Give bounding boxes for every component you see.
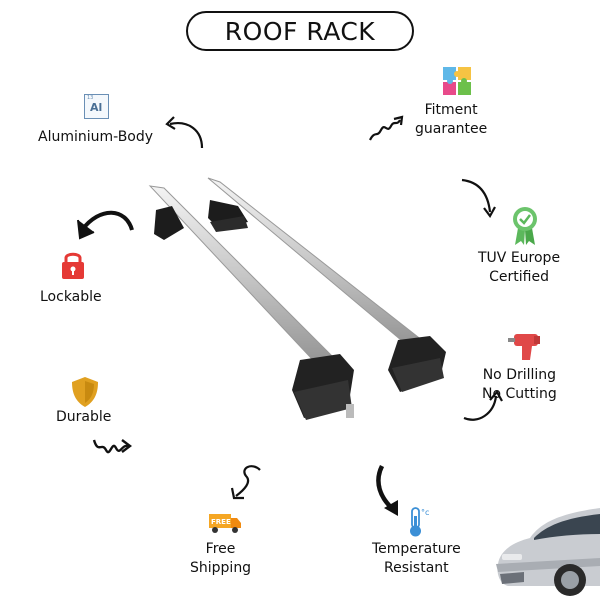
padlock-icon [62,252,84,279]
element-number: 13 [87,95,94,101]
puzzle-icon [443,67,471,95]
temperature-line2: Resistant [384,560,449,576]
free-badge-text: FREE [211,518,231,526]
tuv-line2: Certified [489,269,549,285]
delivery-truck-icon: FREE [209,514,241,533]
tuv-line1: TUV Europe [478,250,561,266]
feature-aluminium-label: Aluminium-Body [38,129,154,145]
arrow-icon [461,178,496,219]
aluminium-element-icon: 13 Al [84,94,109,119]
page-title: ROOF RACK [186,11,414,51]
feature-tuv-label: TUV Europe Certified [478,249,560,287]
fitment-line2: guarantee [415,121,488,137]
loop-arrow-icon [230,465,261,500]
arrow-icon [165,116,204,149]
celsius-symbol: °c [421,508,429,517]
roof-rack-image [148,177,446,420]
element-symbol: Al [90,101,103,114]
thermometer-icon: °c [410,507,429,537]
certified-badge-icon [513,207,537,245]
feature-fitment-label: Fitment guarantee [415,101,487,139]
fitment-line1: Fitment [424,102,478,118]
shipping-line1: Free [205,541,236,557]
shipping-line2: Shipping [190,560,252,576]
arrow-icon [463,390,503,421]
shield-icon [72,377,98,407]
arrow-icon [77,210,134,240]
feature-shipping-label: Free Shipping [190,540,251,578]
feature-durable-label: Durable [56,409,112,425]
squiggle-arrow-icon [92,439,132,454]
drill-icon [508,334,540,360]
key-icon [346,404,354,418]
drilling-line1: No Drilling [482,367,557,383]
temperature-line1: Temperature [372,541,461,557]
feature-temperature-label: Temperature Resistant [372,540,461,578]
feature-lockable-label: Lockable [40,289,102,305]
arrow-icon [376,464,398,516]
car-image [496,508,600,596]
squiggle-arrow-icon [369,115,404,141]
